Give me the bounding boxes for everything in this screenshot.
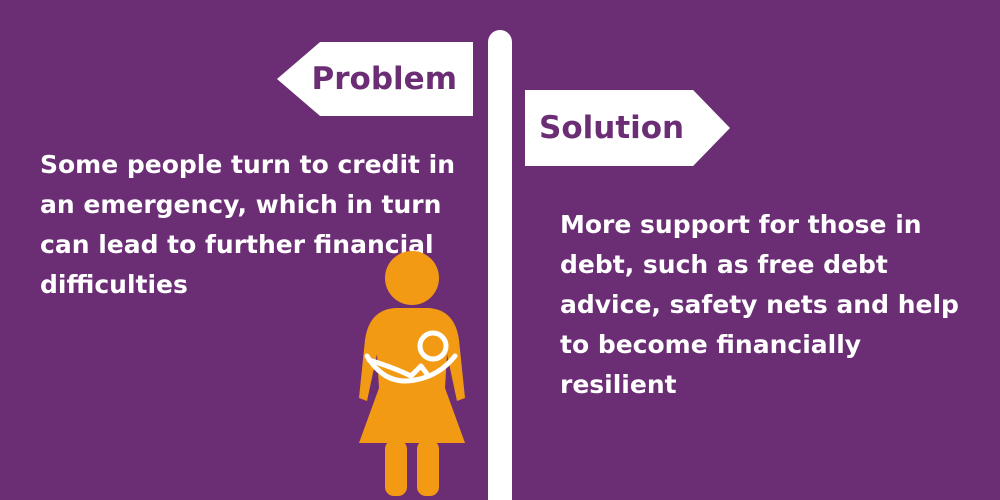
solution-sign-label: Solution [539, 110, 685, 146]
solution-description: More support for those in debt, such as … [560, 210, 959, 399]
mother-with-baby-icon [359, 251, 465, 496]
problem-sign: Problem [277, 42, 473, 116]
signpost-pole [488, 30, 512, 500]
problem-description: Some people turn to credit in an emergen… [40, 150, 456, 299]
solution-sign: Solution [525, 90, 730, 166]
problem-sign-label: Problem [311, 61, 457, 97]
